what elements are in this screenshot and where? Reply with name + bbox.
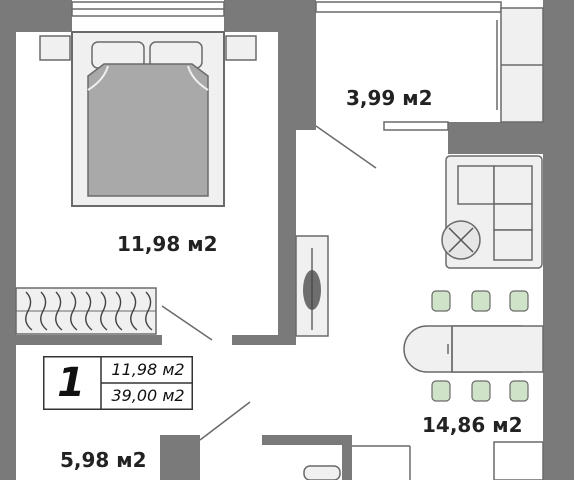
total-area: 39,00 м2 <box>111 386 185 405</box>
hanger <box>40 291 48 331</box>
windows <box>71 1 502 17</box>
summary-frame <box>43 356 193 410</box>
tv-stand <box>295 235 329 337</box>
coffee-table <box>441 220 481 260</box>
kitchen-living-area-label: 14,86 м2 <box>422 413 523 437</box>
bathroom-area-label: 5,98 м2 <box>60 448 147 472</box>
nightstand-right <box>225 35 257 61</box>
kitchen-counter <box>352 441 544 480</box>
hanger <box>145 291 153 331</box>
chair <box>431 380 451 402</box>
bathroom-door <box>199 401 251 441</box>
hanger <box>55 291 63 331</box>
balcony-door <box>315 121 449 169</box>
bed-cover <box>87 63 209 197</box>
wardrobe <box>15 287 157 335</box>
bedroom-door <box>161 305 213 341</box>
hanger <box>115 291 123 331</box>
chair <box>471 380 491 402</box>
hanger <box>85 291 93 331</box>
chair <box>509 290 529 312</box>
balcony-area-label: 3,99 м2 <box>346 86 433 110</box>
nightstand-left <box>39 35 71 61</box>
bed <box>39 31 257 207</box>
dining-chairs <box>431 290 529 402</box>
hanger <box>25 291 33 331</box>
hanger <box>100 291 108 331</box>
hanger <box>70 291 78 331</box>
bedroom-area-label: 11,98 м2 <box>117 232 218 256</box>
chair <box>509 380 529 402</box>
dining-table <box>403 325 544 373</box>
toilet <box>303 465 341 480</box>
living-area: 11,98 м2 <box>111 360 185 379</box>
wardrobe-hangers <box>25 291 153 331</box>
hanger <box>130 291 138 331</box>
balcony-cabinet <box>496 7 544 123</box>
room-count: 1 <box>57 360 85 406</box>
chair <box>471 290 491 312</box>
apartment-summary: 1 11,98 м2 39,00 м2 <box>43 356 193 410</box>
chair <box>431 290 451 312</box>
